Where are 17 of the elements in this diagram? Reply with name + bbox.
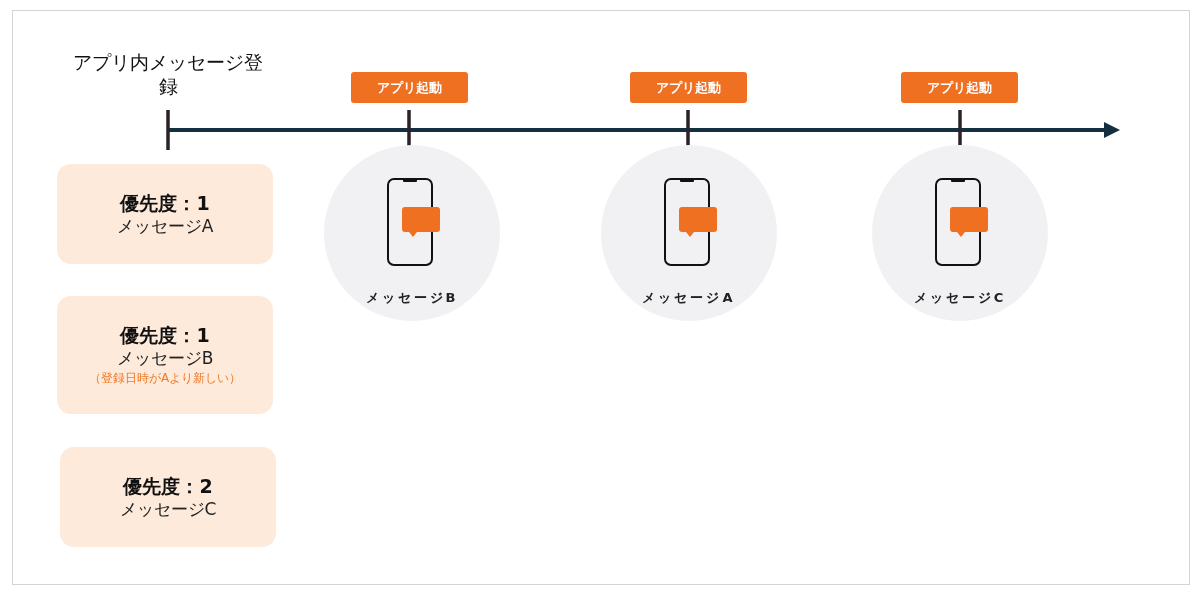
message-name: メッセージB xyxy=(364,289,460,307)
priority-card xyxy=(57,296,273,414)
priority-card xyxy=(57,164,273,264)
app-launch-tag: アプリ起動 xyxy=(901,72,1018,103)
message-name: メッセージA xyxy=(116,215,214,237)
note-text: （登録日時がAより新しい） xyxy=(88,370,242,387)
app-launch-tag: アプリ起動 xyxy=(351,72,468,103)
message-name: メッセージC xyxy=(119,498,217,520)
message-name: メッセージC xyxy=(912,289,1008,307)
message-name: メッセージB xyxy=(116,347,214,369)
title-label: アプリ内メッセージ登録 xyxy=(73,50,263,98)
message-name: メッセージA xyxy=(641,289,737,307)
priority-label: 優先度：1 xyxy=(120,191,210,215)
priority-card xyxy=(60,447,276,547)
priority-label: 優先度：1 xyxy=(120,323,210,347)
priority-label: 優先度：2 xyxy=(123,474,213,498)
app-launch-tag: アプリ起動 xyxy=(630,72,747,103)
